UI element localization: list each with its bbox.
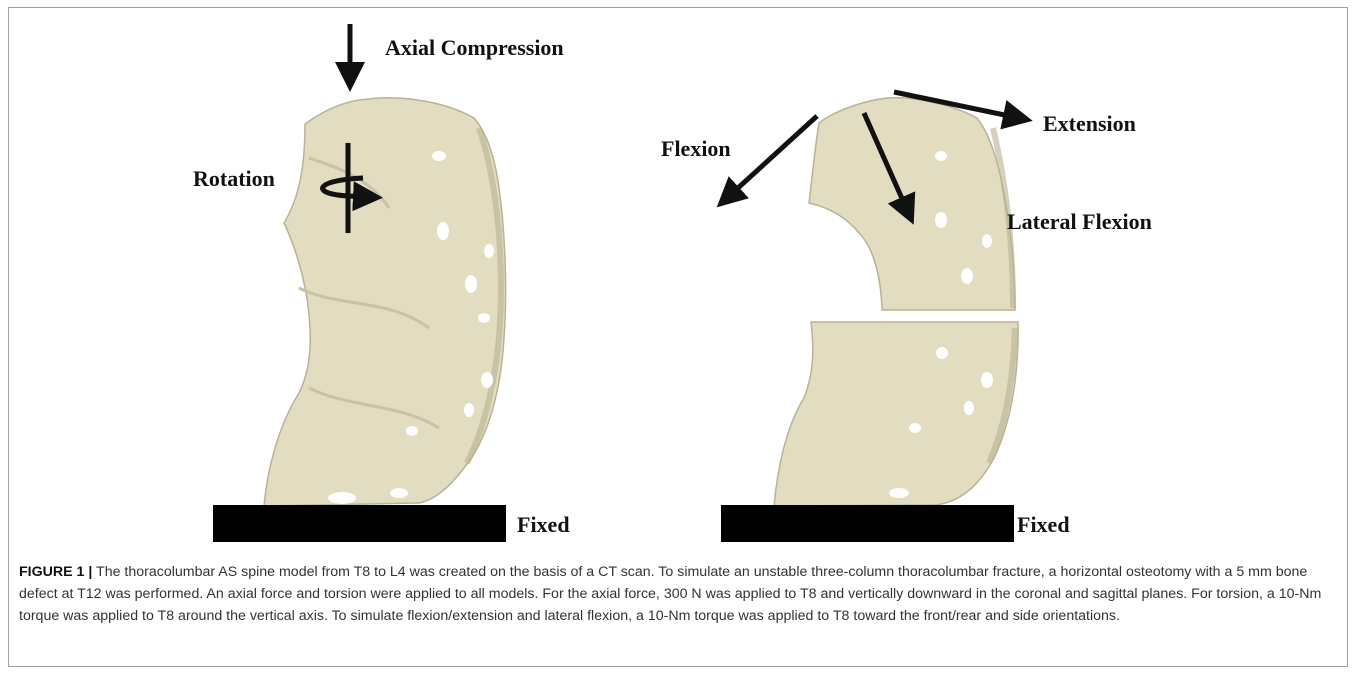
lateral-flexion-label: Lateral Flexion xyxy=(1007,209,1152,235)
axial-compression-label: Axial Compression xyxy=(385,35,564,61)
bone-hole xyxy=(464,403,474,417)
left-fixed-label: Fixed xyxy=(517,512,570,538)
bone-hole xyxy=(961,268,973,284)
bone-hole xyxy=(328,492,356,504)
left-spine-model xyxy=(264,98,506,506)
figure-caption: FIGURE 1 | The thoracolumbar AS spine mo… xyxy=(19,561,1341,627)
bone-hole xyxy=(432,151,446,161)
bone-hole xyxy=(964,401,974,415)
right-fixed-base xyxy=(721,505,1014,542)
figure-illustration xyxy=(9,8,1349,553)
caption-text: The thoracolumbar AS spine model from T8… xyxy=(19,564,1321,624)
bone-hole xyxy=(390,488,408,498)
extension-label: Extension xyxy=(1043,111,1136,137)
bone-hole xyxy=(935,212,947,228)
bone-hole xyxy=(484,244,494,258)
rotation-label: Rotation xyxy=(193,166,275,192)
bone-hole xyxy=(437,222,449,240)
right-spine-model xyxy=(774,98,1018,506)
bone-hole xyxy=(481,372,493,388)
bone-hole xyxy=(982,234,992,248)
bone-hole xyxy=(478,313,490,323)
flexion-label: Flexion xyxy=(661,136,731,162)
bone-hole xyxy=(406,426,418,436)
right-fixed-label: Fixed xyxy=(1017,512,1070,538)
bone-hole xyxy=(889,488,909,498)
figure-number: FIGURE 1 | xyxy=(19,564,92,580)
bone-hole xyxy=(935,151,947,161)
bone-hole xyxy=(909,423,921,433)
flexion-arrow xyxy=(727,116,817,198)
bone-hole xyxy=(465,275,477,293)
figure-frame: Axial Compression Rotation Fixed Flexion… xyxy=(8,7,1348,667)
left-fixed-base xyxy=(213,505,506,542)
bone-hole xyxy=(981,372,993,388)
bone-hole xyxy=(936,347,948,359)
